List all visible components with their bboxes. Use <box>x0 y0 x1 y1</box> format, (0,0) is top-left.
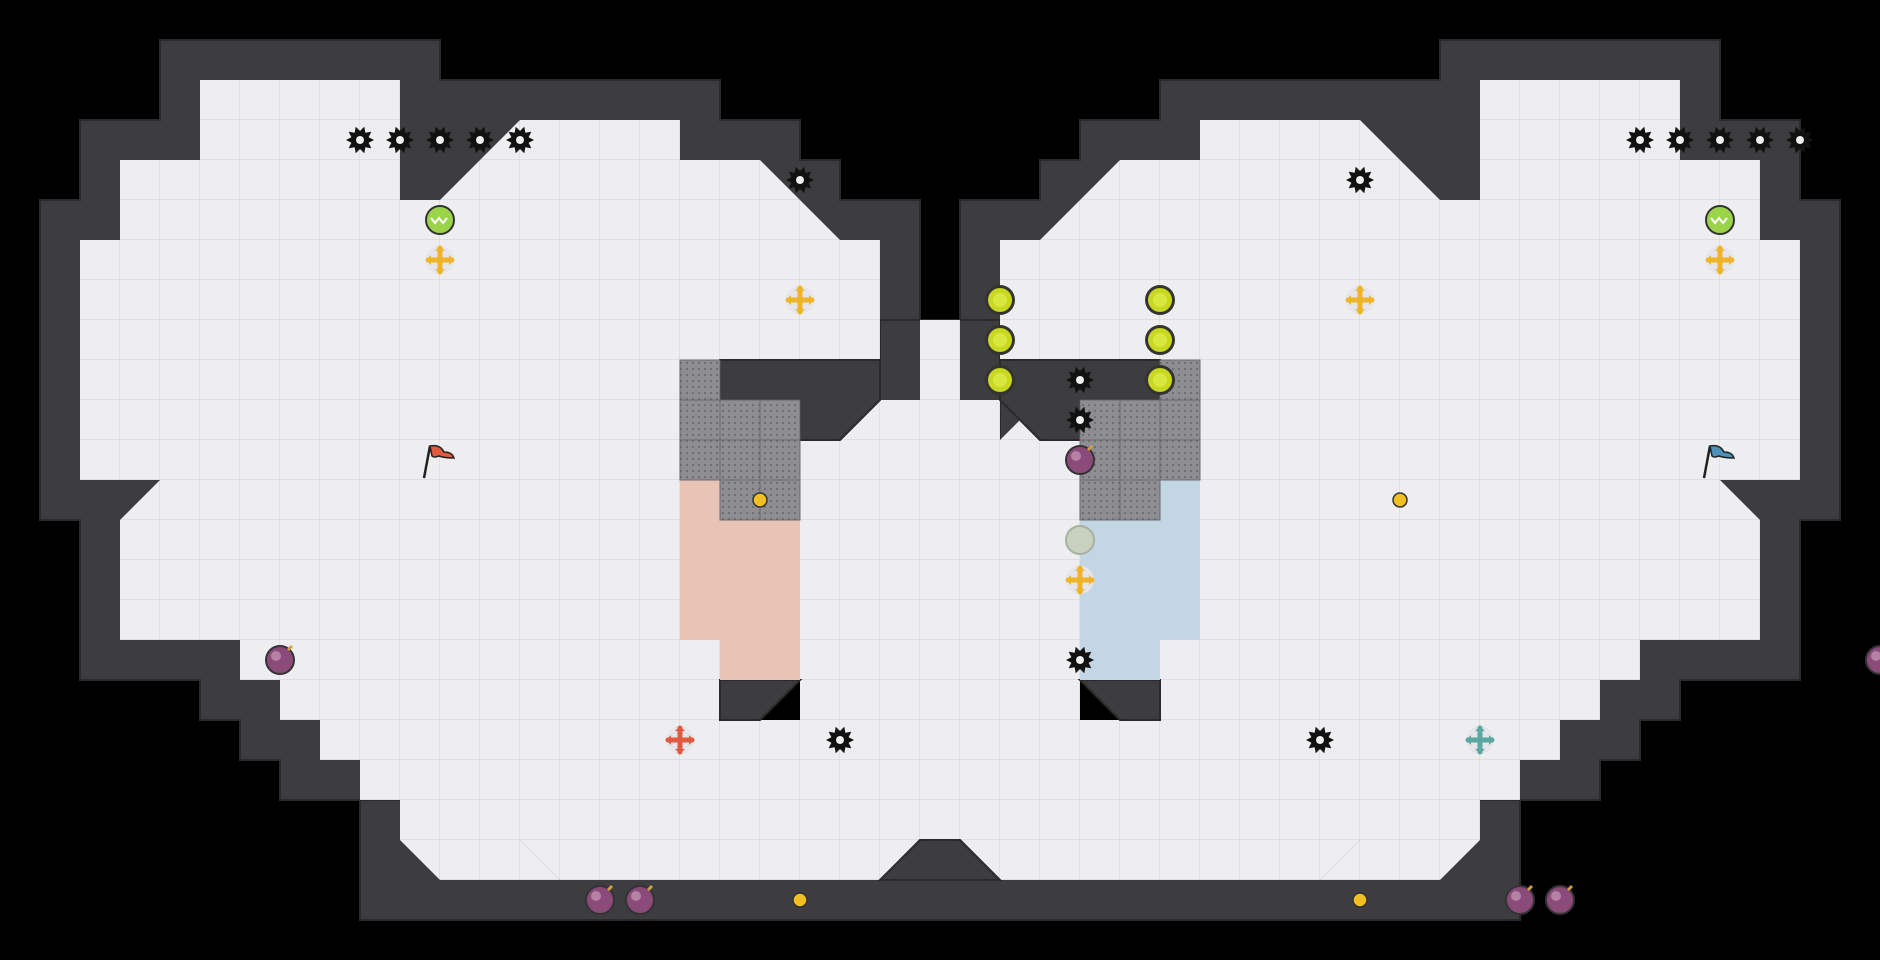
gate-icon <box>985 325 1015 355</box>
spike-icon <box>1066 366 1094 394</box>
powerup-icon <box>425 205 455 235</box>
spike-icon <box>1626 126 1654 154</box>
red-boost-icon <box>665 725 695 755</box>
spike-icon <box>346 126 374 154</box>
spike-icon <box>1346 166 1374 194</box>
studded-tiles <box>679 359 1201 521</box>
blue-team-zone <box>1080 480 1200 680</box>
powerup-icon <box>1705 205 1735 235</box>
floor <box>80 80 1800 880</box>
red-team-zone <box>680 480 800 680</box>
yellow-boost-icon <box>425 245 455 275</box>
bomb-icon <box>1865 645 1880 675</box>
bomb-icon <box>265 644 295 675</box>
button-icon <box>1352 892 1368 908</box>
spike-icon <box>466 126 494 154</box>
bomb-icon <box>625 884 655 915</box>
spike-icon <box>506 126 534 154</box>
bomb-icon <box>585 884 615 915</box>
blue-boost-icon <box>1465 725 1495 755</box>
spike-icon <box>1706 126 1734 154</box>
gate-icon <box>985 285 1015 315</box>
bomb-icon <box>1065 444 1095 475</box>
spike-icon <box>1786 126 1814 154</box>
button-icon <box>752 492 768 508</box>
gate-icon <box>985 365 1015 395</box>
blue-flag-icon <box>1702 444 1736 479</box>
bomb-icon <box>1505 884 1535 915</box>
gate-icon <box>1145 325 1175 355</box>
spike-icon <box>786 166 814 194</box>
button-icon <box>1392 492 1408 508</box>
bomb-icon <box>1545 884 1575 915</box>
spike-icon <box>1666 126 1694 154</box>
yellow-boost-icon <box>1705 245 1735 275</box>
yellow-boost-icon <box>1065 565 1095 595</box>
spike-icon <box>1746 126 1774 154</box>
spike-icon <box>1306 726 1334 754</box>
spike-icon <box>1066 646 1094 674</box>
spike-icon <box>386 126 414 154</box>
red-flag-icon <box>422 444 456 479</box>
spike-icon <box>426 126 454 154</box>
button-icon <box>792 892 808 908</box>
gate-icon <box>1145 285 1175 315</box>
spike-icon <box>1066 406 1094 434</box>
yellow-boost-icon <box>785 285 815 315</box>
yellow-boost-icon <box>1345 285 1375 315</box>
spike-icon <box>826 726 854 754</box>
map-elements <box>265 126 1880 915</box>
gate-icon <box>1145 365 1175 395</box>
mine-icon <box>1065 525 1095 555</box>
